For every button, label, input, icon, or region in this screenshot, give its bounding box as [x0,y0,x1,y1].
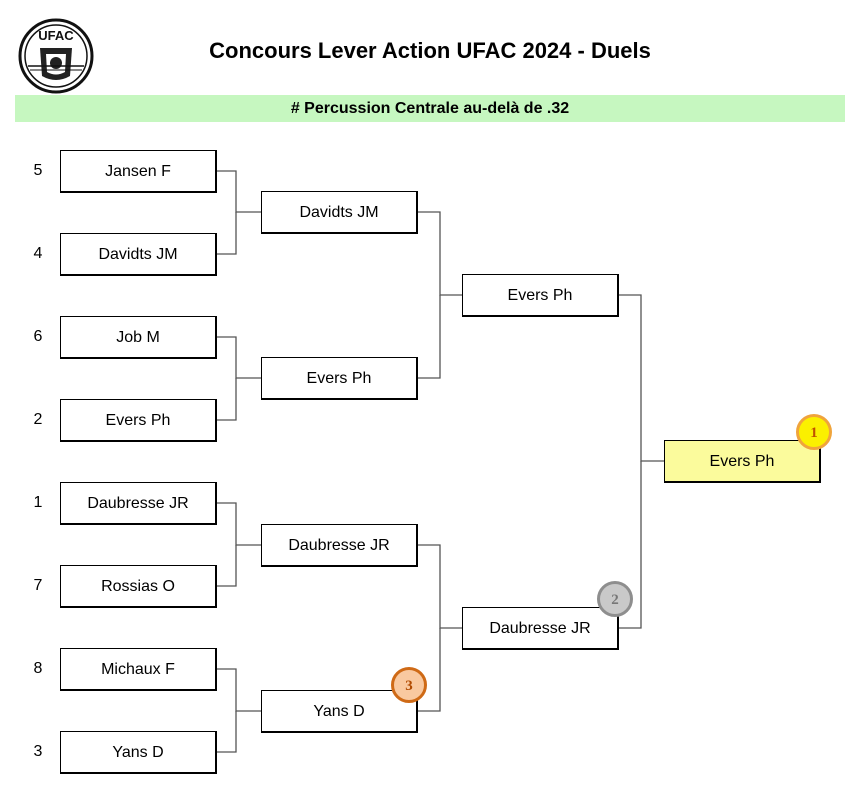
round2-entry: Davidts JM [261,191,418,234]
round1-entry: Yans D [60,731,217,774]
connector-line [216,170,262,213]
silver-medal-icon: 2 [597,581,633,617]
round1-entry: Davidts JM [60,233,217,276]
round1-entry: Jansen F [60,150,217,193]
bronze-medal-icon: 3 [391,667,427,703]
semifinal-entry: Evers Ph [462,274,619,317]
connector-line [216,545,237,587]
seed-number: 6 [33,328,43,345]
round1-entry: Michaux F [60,648,217,691]
connector-line [417,211,462,296]
round2-entry: Evers Ph [261,357,418,400]
connector-line [216,502,262,546]
round2-entry: Yans D [261,690,418,733]
ufac-logo: UFAC [18,18,94,94]
seed-number: 3 [33,743,43,760]
connector-line [216,668,262,712]
round1-entry: Rossias O [60,565,217,608]
winner-box: Evers Ph [664,440,821,483]
connector-line [417,544,462,629]
seed-number: 1 [33,494,43,511]
seed-number: 8 [33,660,43,677]
category-banner: # Percussion Centrale au-delà de .32 [15,95,845,122]
logo-text: UFAC [38,28,74,43]
connector-line [216,711,237,753]
seed-number: 7 [33,577,43,594]
connector-line [216,378,237,421]
connector-line [216,336,262,379]
seed-number: 2 [33,411,43,428]
round1-entry: Evers Ph [60,399,217,442]
gold-medal-icon: 1 [796,414,832,450]
round2-entry: Daubresse JR [261,524,418,567]
page-title: Concours Lever Action UFAC 2024 - Duels [209,38,651,63]
semifinal-entry: Daubresse JR [462,607,619,650]
connector-line [618,294,664,462]
round1-entry: Job M [60,316,217,359]
seed-number: 5 [33,162,43,179]
connector-line [216,212,237,255]
round1-entry: Daubresse JR [60,482,217,525]
connector-line [417,295,441,379]
seed-number: 4 [33,245,43,262]
